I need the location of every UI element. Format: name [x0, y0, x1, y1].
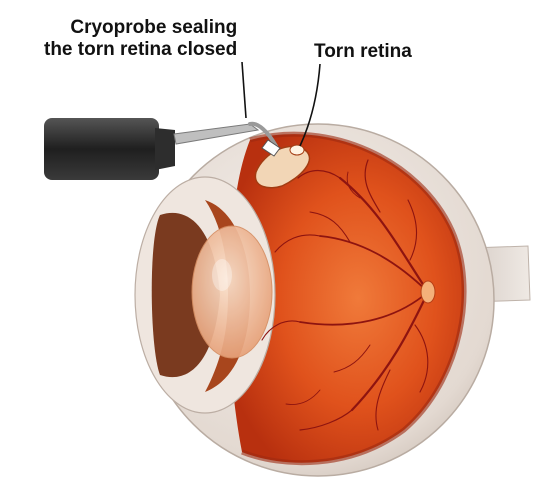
lens: [192, 226, 272, 358]
torn-retina-label: Torn retina: [314, 41, 412, 63]
cryoprobe-label-line2: the torn retina closed: [44, 39, 237, 61]
optic-disc: [421, 281, 435, 303]
cryoprobe-label-line1: Cryoprobe sealing: [44, 17, 237, 39]
cryoprobe-label: Cryoprobe sealing the torn retina closed: [44, 17, 237, 61]
cryoprobe-leader-line: [242, 62, 246, 118]
